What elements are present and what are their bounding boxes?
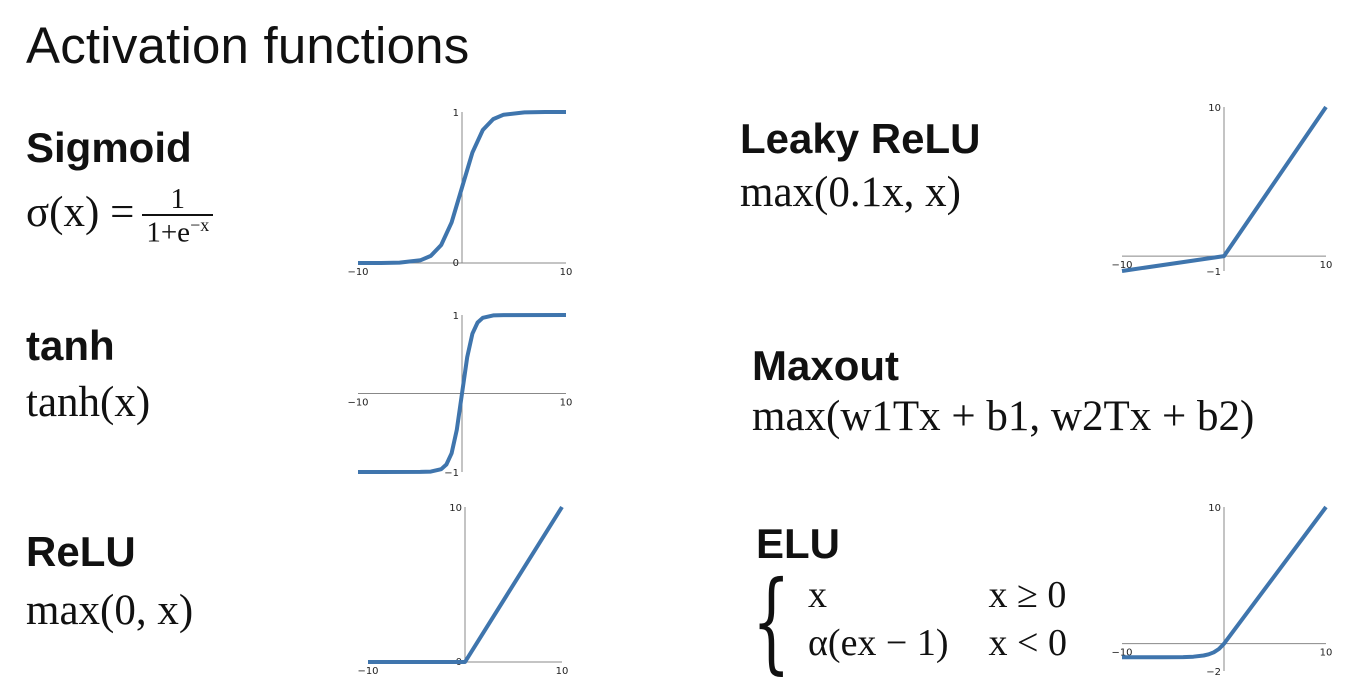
leaky-relu-formula: max(0.1x, x) [740, 169, 961, 216]
maxout-name: Maxout [752, 342, 899, 389]
elu-y-tick-min: −2 [1206, 667, 1221, 678]
relu-curve [368, 505, 564, 664]
sigmoid-frac-den-exp: −x [190, 215, 210, 236]
elu-x-tick-max: 10 [1320, 648, 1333, 659]
elu-curve [1122, 505, 1328, 660]
sigmoid-y-tick-max: 1 [453, 108, 459, 119]
elu-case1-expr: x [808, 574, 827, 616]
leaky-relu-plot: −10 10 10 −1 [1111, 103, 1333, 278]
elu-case1-cond: x ≥ 0 [988, 574, 1067, 616]
leaky-relu-y-tick-min: −1 [1206, 267, 1221, 278]
relu-name: ReLU [26, 528, 136, 575]
sigmoid-frac-den: 1+e−x [142, 214, 214, 250]
elu-x-tick-min: −10 [1111, 648, 1132, 659]
relu-y-tick-max: 10 [449, 503, 462, 514]
tanh-plot: −10 10 1 −1 [347, 311, 573, 479]
sigmoid-frac-den-base: 1+e [146, 217, 191, 250]
relu-x-tick-min: −10 [357, 666, 378, 677]
sigmoid-name: Sigmoid [26, 124, 192, 171]
sigmoid-x-tick-min: −10 [347, 267, 368, 278]
tanh-name: tanh [26, 322, 115, 369]
leaky-relu-curve [1121, 105, 1328, 273]
page-title: Activation functions [26, 17, 470, 74]
elu-case-2: α(ex − 1) x < 0 [808, 621, 1067, 669]
tanh-y-tick-min: −1 [444, 468, 459, 479]
elu-cases: { x x ≥ 0 α(ex − 1) x < 0 [752, 566, 1067, 676]
elu-case2-cond: x < 0 [988, 622, 1067, 664]
sigmoid-curve [358, 110, 566, 265]
leaky-relu-x-tick-max: 10 [1320, 260, 1333, 271]
sigmoid-x-tick-max: 10 [560, 267, 573, 278]
tanh-formula: tanh(x) [26, 379, 151, 426]
elu-case-1: x x ≥ 0 [808, 573, 1067, 621]
leaky-relu-x-tick-min: −10 [1111, 260, 1132, 271]
leaky-relu-y-tick-max: 10 [1208, 103, 1221, 114]
relu-x-tick-max: 10 [556, 666, 569, 677]
sigmoid-frac-num: 1 [170, 183, 186, 215]
relu-formula: max(0, x) [26, 587, 194, 634]
leaky-relu-name: Leaky ReLU [740, 115, 981, 162]
sigmoid-y-tick-min: 0 [453, 258, 459, 269]
elu-case2-expr: α(ex − 1) [808, 622, 949, 664]
sigmoid-formula-lhs: σ(x) = [26, 189, 135, 237]
maxout-formula: max(w1Tx + b1, w2Tx + b2) [752, 393, 1255, 440]
elu-brace: { [752, 557, 791, 685]
tanh-x-tick-max: 10 [560, 398, 573, 409]
tanh-y-tick-max: 1 [453, 311, 459, 322]
elu-name: ELU [756, 520, 840, 567]
elu-cases-table: x x ≥ 0 α(ex − 1) x < 0 [808, 573, 1067, 669]
tanh-curve [357, 313, 567, 474]
elu-plot: −10 10 10 −2 [1111, 503, 1333, 678]
elu-y-tick-max: 10 [1208, 503, 1221, 514]
tanh-x-tick-min: −10 [347, 398, 368, 409]
